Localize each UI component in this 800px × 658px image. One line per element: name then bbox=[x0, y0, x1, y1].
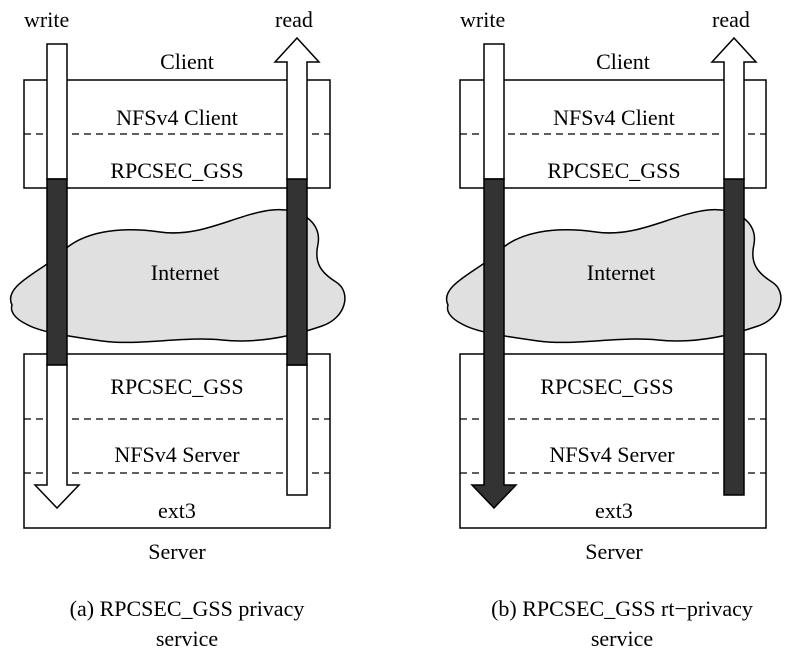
write-arrow bbox=[33, 43, 81, 510]
client-label: Client bbox=[596, 49, 650, 74]
read-arrow bbox=[710, 36, 758, 496]
panel-b: write read Client NFSv4 Client RPCSEC_GS… bbox=[445, 7, 782, 651]
server-layer-rpcsec-gss: RPCSEC_GSS bbox=[110, 374, 243, 399]
server-label: Server bbox=[148, 539, 206, 564]
caption-a-line2: service bbox=[156, 626, 218, 651]
client-layer-nfsv4-client: NFSv4 Client bbox=[553, 105, 675, 130]
internet-label: Internet bbox=[151, 260, 219, 285]
client-label: Client bbox=[160, 49, 214, 74]
server-layer-nfsv4-server: NFSv4 Server bbox=[114, 442, 240, 467]
write-shaft-plain-bottom bbox=[33, 364, 81, 510]
read-shaft-plain-top bbox=[273, 36, 321, 180]
write-shaft-plain-top bbox=[46, 43, 68, 180]
write-label: write bbox=[24, 7, 69, 32]
client-layer-rpcsec-gss: RPCSEC_GSS bbox=[110, 158, 243, 183]
read-label: read bbox=[712, 7, 750, 32]
server-layer-nfsv4-server: NFSv4 Server bbox=[549, 442, 675, 467]
internet-cloud bbox=[445, 208, 782, 344]
caption-a-line1: (a) RPCSEC_GSS privacy bbox=[70, 596, 305, 621]
server-layer-ext3: ext3 bbox=[158, 498, 196, 523]
read-shaft-plain-bottom bbox=[286, 364, 308, 496]
caption-b-line2: service bbox=[591, 626, 653, 651]
server-box bbox=[23, 353, 331, 529]
read-shaft-encrypted bbox=[723, 178, 745, 496]
read-shaft-encrypted bbox=[286, 178, 308, 366]
server-layer-ext3: ext3 bbox=[595, 498, 633, 523]
client-layer-rpcsec-gss: RPCSEC_GSS bbox=[547, 158, 680, 183]
server-label: Server bbox=[585, 539, 643, 564]
internet-label: Internet bbox=[587, 260, 655, 285]
caption-b-line1: (b) RPCSEC_GSS rt−privacy bbox=[491, 596, 753, 621]
write-shaft-plain-top bbox=[483, 43, 505, 180]
write-arrow bbox=[470, 43, 518, 510]
internet-cloud bbox=[9, 208, 346, 344]
read-label: read bbox=[275, 7, 313, 32]
client-layer-nfsv4-client: NFSv4 Client bbox=[116, 105, 238, 130]
read-shaft-plain-top bbox=[710, 36, 758, 180]
server-box bbox=[459, 353, 767, 529]
panel-a: write read Client NFSv4 Client RPCSEC_GS… bbox=[9, 7, 346, 651]
write-shaft-encrypted bbox=[470, 178, 518, 510]
server-layer-rpcsec-gss: RPCSEC_GSS bbox=[540, 374, 673, 399]
read-arrow bbox=[273, 36, 321, 496]
write-shaft-encrypted bbox=[46, 178, 68, 366]
write-label: write bbox=[460, 7, 505, 32]
